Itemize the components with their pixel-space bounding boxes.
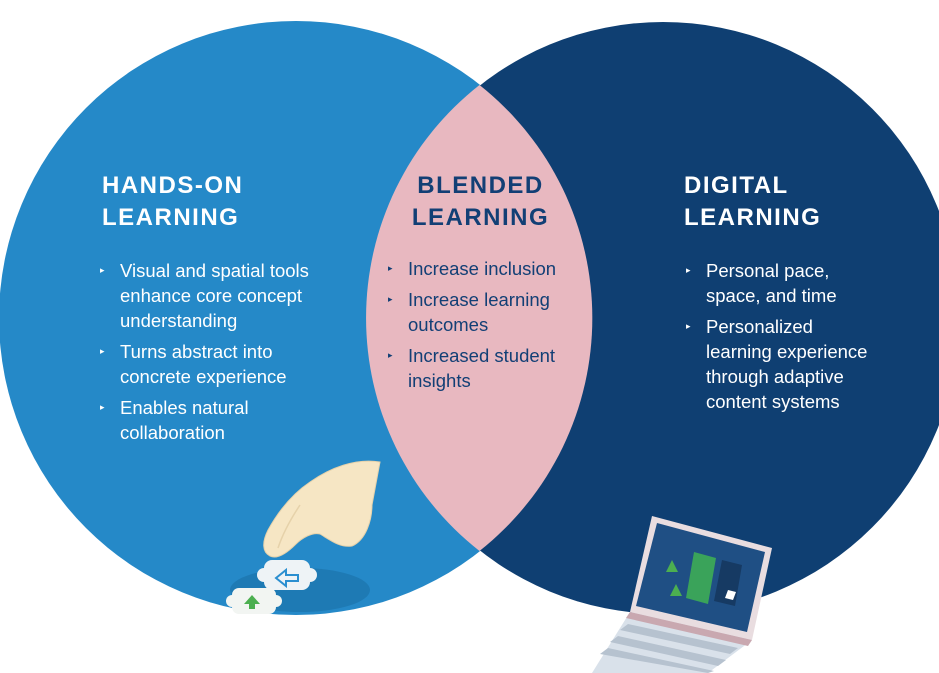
- puzzle-piece-table: [226, 588, 282, 614]
- digital-bullet-item: ▸ Personal pace, space, and time: [684, 258, 874, 308]
- laptop-illustration: [592, 516, 772, 673]
- blended-title-line1: BLENDED: [417, 172, 544, 199]
- blended-bullet-text: Increased student insights: [408, 345, 556, 391]
- hands-on-bullet-text: Turns abstract into concrete experience: [120, 341, 287, 387]
- puzzle-piece-held: [257, 560, 317, 590]
- hands-on-bullet-list: ▸ Visual and spatial tools enhance core c…: [98, 258, 323, 451]
- blended-bullet-text: Increase inclusion: [408, 258, 557, 279]
- triangle-right-icon: ▸: [686, 321, 691, 331]
- hands-on-title-line1: HANDS-ON: [102, 172, 244, 199]
- blended-bullet-list: ▸ Increase inclusion ▸ Increase learning o…: [386, 256, 581, 399]
- hands-on-title: HANDS-ON LEARNING: [102, 170, 243, 234]
- hands-on-bullet-text: Visual and spatial tools enhance core co…: [120, 260, 309, 331]
- hands-on-bullet-text: Enables natural collaboration: [120, 397, 249, 443]
- hands-on-bullet-item: ▸ Turns abstract into concrete experience: [98, 339, 323, 389]
- triangle-right-icon: ▸: [388, 263, 393, 273]
- blended-bullet-item: ▸ Increase learning outcomes: [386, 287, 581, 337]
- triangle-right-icon: ▸: [388, 350, 393, 360]
- digital-bullet-text: Personalized learning experience through…: [706, 316, 868, 412]
- digital-bullet-list: ▸ Personal pace, space, and time ▸ Persona…: [684, 258, 874, 420]
- digital-title-line1: DIGITAL: [684, 172, 789, 199]
- hands-on-bullet-item: ▸ Visual and spatial tools enhance core c…: [98, 258, 323, 333]
- blended-bullet-item: ▸ Increased student insights: [386, 343, 581, 393]
- digital-bullet-item: ▸ Personalized learning experience throug…: [684, 314, 874, 414]
- blended-overlap: [366, 85, 593, 551]
- triangle-right-icon: ▸: [686, 265, 691, 275]
- blended-title-line2: LEARNING: [411, 204, 550, 231]
- triangle-right-icon: ▸: [388, 294, 393, 304]
- hand-shape: [263, 460, 381, 558]
- triangle-right-icon: ▸: [100, 346, 105, 356]
- hands-on-title-line2: LEARNING: [102, 204, 240, 231]
- hands-on-bullet-item: ▸ Enables natural collaboration: [98, 395, 323, 445]
- hand-finger: [277, 504, 301, 549]
- hand-puzzle-illustration: [226, 460, 381, 614]
- triangle-right-icon: ▸: [100, 265, 105, 275]
- digital-title: DIGITAL LEARNING: [684, 170, 821, 234]
- digital-bullet-text: Personal pace, space, and time: [706, 260, 837, 306]
- blended-bullet-text: Increase learning outcomes: [408, 289, 550, 335]
- blended-bullet-item: ▸ Increase inclusion: [386, 256, 581, 281]
- digital-title-line2: LEARNING: [684, 204, 822, 231]
- triangle-right-icon: ▸: [100, 402, 105, 412]
- blended-title: BLENDED LEARNING: [408, 170, 553, 234]
